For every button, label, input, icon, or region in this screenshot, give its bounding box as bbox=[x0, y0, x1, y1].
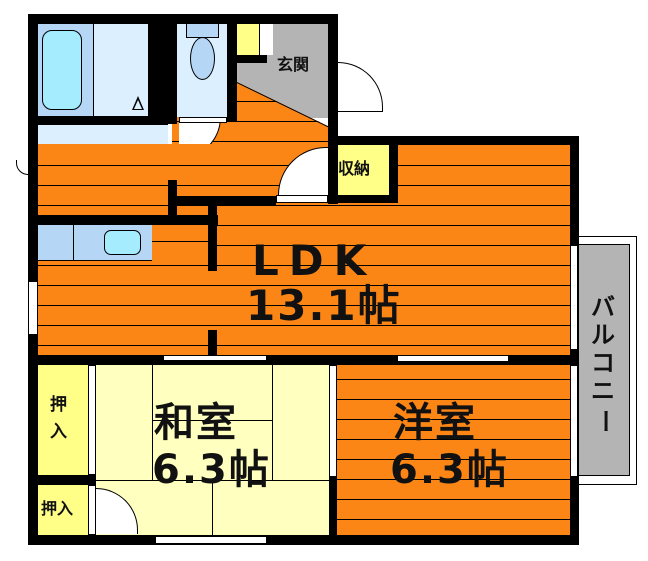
balcony-floor bbox=[577, 244, 630, 476]
toilet-door-strip bbox=[179, 117, 227, 123]
closet-sliding-door[interactable] bbox=[88, 365, 96, 475]
wall bbox=[208, 330, 217, 358]
wall bbox=[389, 136, 398, 203]
kitchen-wood-upper bbox=[152, 225, 210, 261]
shoe-closet bbox=[237, 24, 259, 55]
wall bbox=[328, 195, 398, 203]
wall bbox=[28, 355, 579, 365]
balcony-char: ー bbox=[591, 409, 619, 433]
wall bbox=[28, 535, 579, 545]
bathtub-icon bbox=[42, 30, 82, 110]
oshiire-upper-label-1: 押 bbox=[50, 395, 67, 415]
balcony-char: ニ bbox=[591, 377, 615, 405]
oshiire-upper-label-2: 入 bbox=[50, 422, 67, 442]
wall bbox=[168, 196, 276, 205]
hall-opening bbox=[276, 195, 328, 203]
yoshitsu-size-label: 6.3帖 bbox=[390, 447, 509, 493]
balcony-char: コ bbox=[591, 349, 615, 377]
front-door[interactable] bbox=[338, 62, 383, 112]
shoe-closet-door bbox=[259, 24, 273, 55]
tatami-line bbox=[212, 480, 213, 536]
balcony-char: ル bbox=[591, 321, 615, 349]
washitsu-yoshitsu-sliding-door[interactable] bbox=[329, 365, 337, 477]
ldk-size-label: 13.1帖 bbox=[246, 281, 402, 330]
washitsu-floor bbox=[96, 365, 330, 536]
washitsu-size-label: 6.3帖 bbox=[152, 447, 271, 493]
kitchen-counter-divider bbox=[73, 225, 74, 261]
wall bbox=[28, 14, 38, 544]
washroom-window-arc bbox=[16, 160, 28, 175]
genkan-label: 玄関 bbox=[277, 55, 310, 74]
wall bbox=[28, 116, 168, 125]
toilet-bowl-icon bbox=[190, 37, 215, 80]
wall bbox=[208, 196, 217, 271]
balcony-char: バ bbox=[591, 293, 615, 321]
washitsu-window-south bbox=[155, 536, 267, 544]
oshiire-lower-label: 押入 bbox=[41, 499, 74, 518]
yoshitsu-balcony-window[interactable] bbox=[570, 365, 578, 477]
closet-door-frame bbox=[88, 485, 96, 535]
ldk-label: LDK bbox=[252, 236, 377, 285]
tatami-line bbox=[272, 365, 273, 481]
tatami-line bbox=[96, 480, 330, 481]
wall bbox=[28, 215, 218, 225]
wall bbox=[227, 14, 237, 122]
toilet-tank-icon bbox=[186, 24, 219, 38]
balcony-label: バ ル コ ニ ー bbox=[590, 293, 619, 435]
shuno-label: 収納 bbox=[338, 159, 371, 178]
sink-icon bbox=[104, 230, 141, 255]
wall bbox=[328, 14, 338, 204]
wall bbox=[328, 136, 579, 145]
oshiire-upper bbox=[37, 365, 88, 475]
wall bbox=[28, 475, 96, 485]
wall bbox=[329, 477, 337, 537]
ldk-washitsu-sliding-door[interactable] bbox=[163, 355, 267, 361]
wall bbox=[28, 14, 338, 24]
oshiire-lower bbox=[37, 485, 88, 535]
wall bbox=[237, 55, 267, 63]
wall bbox=[148, 14, 177, 124]
tatami-line bbox=[152, 365, 153, 481]
yoshitsu-label: 洋室 bbox=[393, 400, 477, 446]
storage-closet bbox=[337, 145, 389, 195]
ldk-balcony-window[interactable] bbox=[570, 245, 578, 350]
tatami-line bbox=[152, 420, 272, 421]
washitsu-label: 和室 bbox=[154, 400, 238, 446]
drain-icon-inner bbox=[134, 100, 142, 109]
ldk-window-west bbox=[28, 281, 38, 335]
yoshitsu-floor bbox=[337, 365, 571, 536]
ldk-yoshitsu-sliding-door[interactable] bbox=[397, 355, 509, 362]
